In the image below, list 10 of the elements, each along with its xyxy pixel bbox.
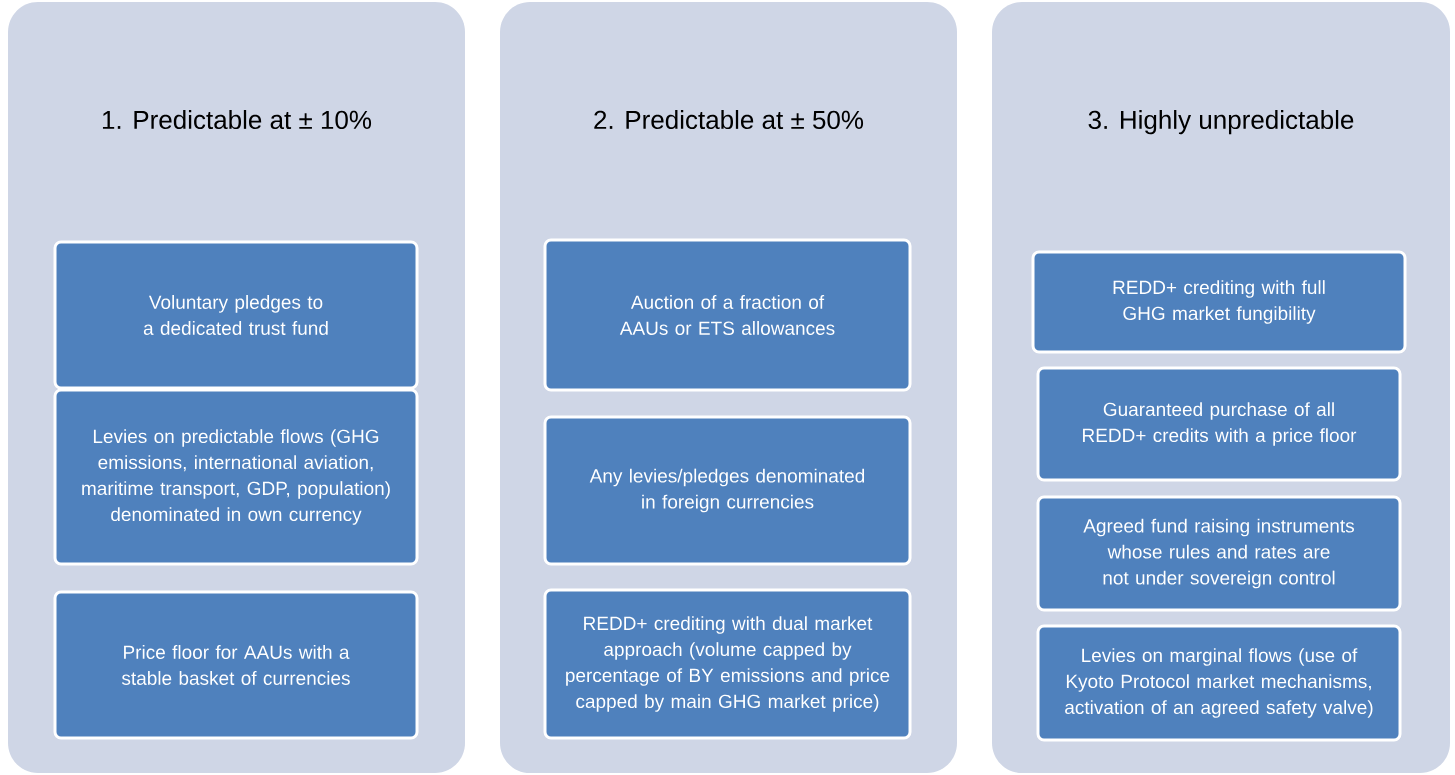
instrument-box: Levies on predictable flows (GHG emissions, international aviation, maritime transport, GDP, population) denominated in own currency (53, 388, 419, 566)
instrument-box: Auction of a fraction of AAUs or ETS allowances (543, 238, 912, 392)
instrument-box: Any levies/pledges denominated in foreign currencies (543, 415, 912, 566)
instrument-box: REDD+ crediting with full GHG market fungibility (1031, 250, 1407, 354)
instrument-box: Agreed fund raising instruments whose rules and rates are not under sovereign control (1036, 495, 1402, 612)
instrument-box: REDD+ crediting with dual market approach (volume capped by percentage of BY emissions and price capped by main GHG market price) (543, 588, 912, 740)
instrument-box: Guaranteed purchase of all REDD+ credits with a price floor (1036, 366, 1402, 482)
instrument-box: Voluntary pledges to a dedicated trust fund (53, 240, 419, 390)
instrument-box: Levies on marginal flows (use of Kyoto Protocol market mechanisms, activation of an agreed safety valve) (1036, 624, 1402, 742)
instrument-box: Price floor for AAUs with a stable basket of currencies (53, 590, 419, 740)
